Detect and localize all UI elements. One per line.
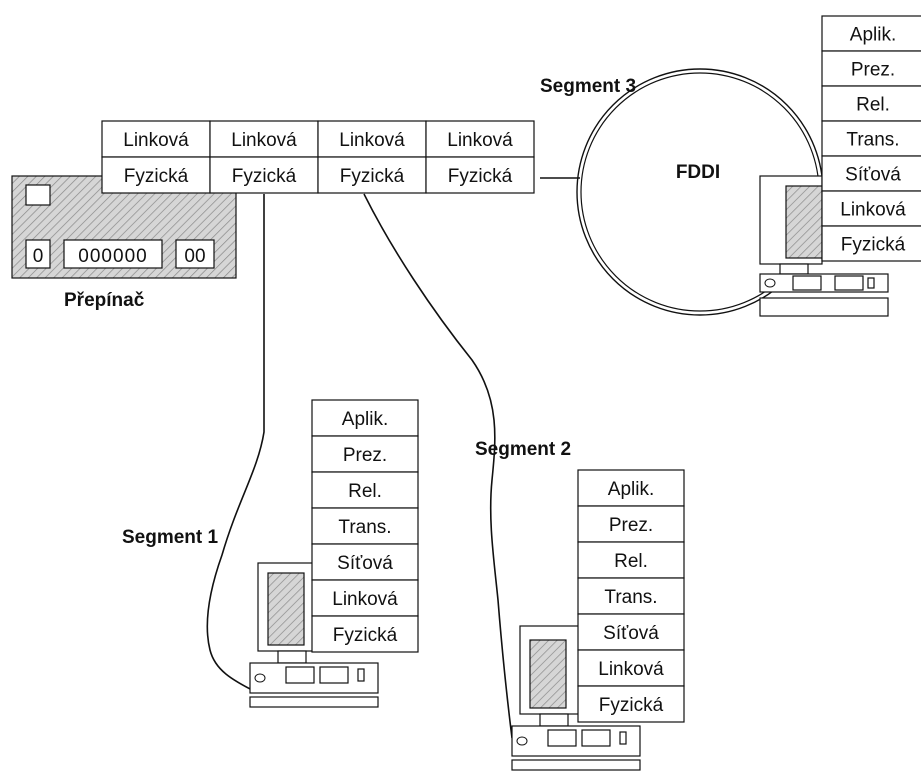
switch-label: Přepínač xyxy=(64,290,145,311)
fddi-label: FDDI xyxy=(676,162,720,183)
port-3-layer-0-label: Linková xyxy=(447,130,513,151)
host-segment-1-keyboard xyxy=(250,697,378,707)
seg1-stack-layer-2-label: Rel. xyxy=(348,481,382,502)
port-2-layer-1-label: Fyzická xyxy=(340,166,405,187)
seg2-stack-layer-5-label: Linková xyxy=(598,659,664,680)
host-fddi-keyboard xyxy=(760,298,888,316)
seg2-stack-layer-0-label: Aplik. xyxy=(608,479,654,500)
switch-panel-middle-text: 000000 xyxy=(78,246,147,267)
fddi-stack-layer-2-label: Rel. xyxy=(856,95,890,116)
fddi-stack-layer-6-label: Fyzická xyxy=(841,235,906,256)
fddi-stack-layer-3-label: Trans. xyxy=(846,130,899,151)
seg1-stack-layer-4-label: Síťová xyxy=(337,553,393,574)
seg2-stack-layer-4-label: Síťová xyxy=(603,623,659,644)
seg2-stack-layer-6-label: Fyzická xyxy=(599,695,664,716)
fddi-stack-layer-0-label: Aplik. xyxy=(850,25,896,46)
segment-1-label: Segment 1 xyxy=(122,527,219,548)
seg1-stack-layer-6-label: Fyzická xyxy=(333,625,398,646)
switch-panel-right-text: 00 xyxy=(184,246,205,267)
segment-2-label: Segment 2 xyxy=(475,439,571,460)
seg1-stack-layer-1-label: Prez. xyxy=(343,445,387,466)
switch-indicator xyxy=(26,185,50,205)
seg2-stack-layer-2-label: Rel. xyxy=(614,551,648,572)
switch-panel-left-text: 0 xyxy=(33,246,44,267)
port-1-layer-1-label: Fyzická xyxy=(232,166,297,187)
osi-stack-segment-1: Aplik. Prez. Rel. Trans. SíťováLinkováFyzick… xyxy=(312,400,418,652)
osi-stack-segment-2: Aplik. Prez. Rel. Trans. SíťováLinkováFyzick… xyxy=(578,470,684,722)
segment-3-label: Segment 3 xyxy=(540,76,636,97)
seg1-stack-layer-3-label: Trans. xyxy=(338,517,391,538)
fddi-stack-layer-5-label: Linková xyxy=(840,200,906,221)
fddi-stack-layer-4-label: Síťová xyxy=(845,165,901,186)
seg2-stack-layer-3-label: Trans. xyxy=(604,587,657,608)
fddi-stack-layer-1-label: Prez. xyxy=(851,60,895,81)
port-0-layer-0-label: Linková xyxy=(123,130,189,151)
port-0-layer-1-label: Fyzická xyxy=(124,166,189,187)
seg1-stack-layer-5-label: Linková xyxy=(332,589,398,610)
port-2-layer-0-label: Linková xyxy=(339,130,405,151)
seg2-stack-layer-1-label: Prez. xyxy=(609,515,653,536)
seg1-stack-layer-0-label: Aplik. xyxy=(342,409,388,430)
port-3-layer-1-label: Fyzická xyxy=(448,166,513,187)
port-1-layer-0-label: Linková xyxy=(231,130,297,151)
host-segment-2-keyboard xyxy=(512,760,640,770)
osi-stack-fddi: Aplik. Prez. Rel. Trans. SíťováLinkováFyzick… xyxy=(822,16,921,261)
